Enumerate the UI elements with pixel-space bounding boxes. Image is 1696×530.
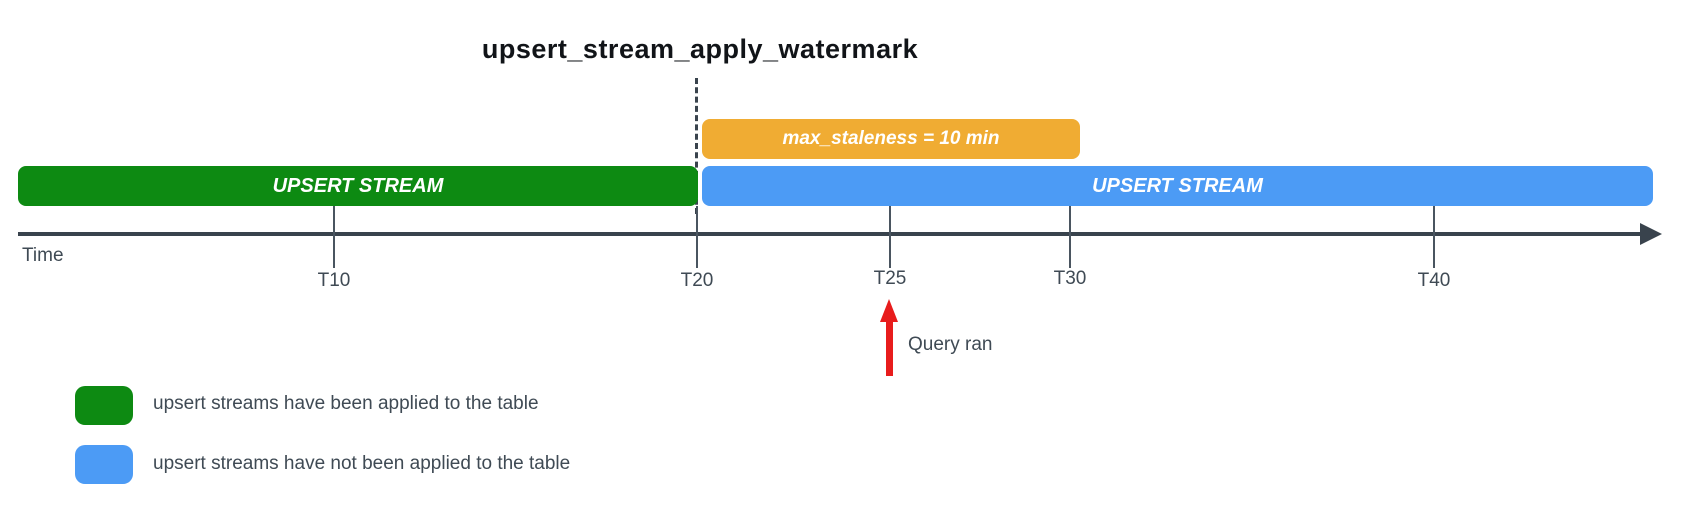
time-axis-arrowhead-icon xyxy=(1640,223,1662,245)
time-axis-label: Time xyxy=(22,245,64,266)
tick-label: T40 xyxy=(1417,270,1451,291)
max-staleness-bar: max_staleness = 10 min xyxy=(702,119,1080,159)
tick-label: T10 xyxy=(317,270,351,291)
arrow-head xyxy=(880,299,898,322)
legend-label-pending: upsert streams have not been applied to … xyxy=(153,453,571,474)
upsert-stream-applied-bar: UPSERT STREAM xyxy=(18,166,698,206)
watermark-dashed-line xyxy=(695,78,698,214)
upsert-stream-pending-bar: UPSERT STREAM xyxy=(702,166,1653,206)
diagram-title: upsert_stream_apply_watermark xyxy=(481,34,919,64)
legend-label-applied: upsert streams have been applied to the … xyxy=(153,393,539,414)
legend-swatch-applied xyxy=(75,386,133,425)
tick-mark xyxy=(1069,206,1071,268)
tick-label: T20 xyxy=(680,270,714,291)
query-ran-label: Query ran xyxy=(908,334,993,355)
tick-mark xyxy=(333,206,335,268)
query-ran-arrow-icon xyxy=(880,299,898,376)
max-staleness-label: max_staleness = 10 min xyxy=(782,128,1000,149)
tick-mark xyxy=(889,206,891,268)
tick-mark xyxy=(1433,206,1435,268)
tick-label: T30 xyxy=(1053,268,1087,289)
tick-label: T25 xyxy=(873,268,907,289)
time-axis-line xyxy=(18,232,1644,236)
upsert-stream-applied-label: UPSERT STREAM xyxy=(272,174,444,197)
upsert-stream-pending-label: UPSERT STREAM xyxy=(1092,174,1263,197)
tick-mark xyxy=(696,206,698,268)
legend-swatch-pending xyxy=(75,445,133,484)
arrow-shaft xyxy=(885,319,893,376)
